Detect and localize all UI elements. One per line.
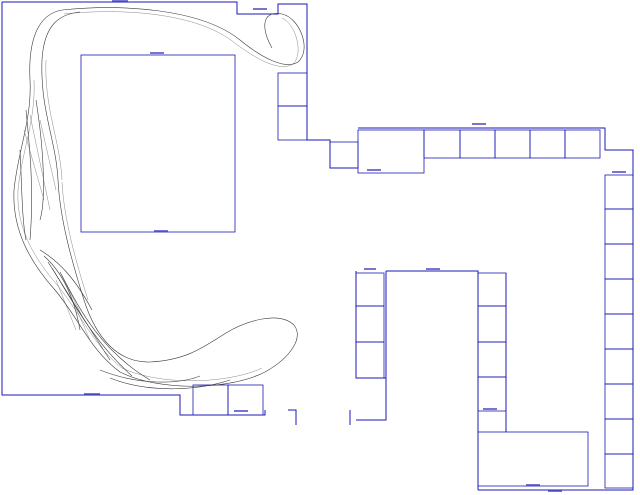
- corridor-left-box-1: [355, 272, 385, 307]
- right-section-1: [604, 174, 634, 210]
- track-plan: [13, 7, 305, 390]
- yard-lead-3: [19, 149, 27, 241]
- corridor-left-box-2: [355, 305, 385, 343]
- left-room-left-wall: [1, 2, 266, 416]
- corridor-top-wall: [358, 127, 634, 491]
- yard-fan-4: [51, 267, 133, 377]
- inner-rectangles: [80, 54, 589, 487]
- stub-left: [288, 409, 297, 425]
- yard-fan-1: [39, 249, 93, 311]
- corridor-left-wall: [355, 271, 387, 379]
- corridor-stub: [356, 378, 387, 421]
- top-section-1: [423, 129, 461, 159]
- mid-block: [357, 129, 425, 174]
- yard-lead-2: [35, 99, 44, 221]
- lower-siding-1: [99, 369, 201, 383]
- top-notch-box-1: [277, 72, 308, 107]
- corridor-left-box-3: [355, 341, 385, 379]
- dimension-markers: [84, 0, 626, 492]
- inner-section-3: [477, 341, 507, 378]
- right-section-8: [604, 418, 634, 455]
- big-bottom-room: [477, 431, 589, 487]
- right-column-sections: [604, 174, 634, 489]
- central-room: [80, 54, 236, 233]
- left-room-outline: [2, 1, 358, 169]
- lower-siding-2: [109, 377, 231, 390]
- inner-section-4: [477, 376, 507, 412]
- top-section-5: [564, 129, 601, 159]
- right-section-9: [604, 453, 634, 489]
- inner-section-2: [477, 305, 507, 343]
- wall-stubs: [288, 409, 351, 425]
- right-section-6: [604, 348, 634, 385]
- yard-fan-5: [59, 271, 151, 381]
- top-section-3: [494, 129, 531, 159]
- room-walls: [1, 1, 634, 491]
- bottom-bench-1: [192, 384, 229, 416]
- right-section-2: [604, 208, 634, 245]
- yard-fan-2: [43, 255, 81, 331]
- right-section-4: [604, 278, 634, 315]
- corridor-inner-wall: [386, 270, 479, 490]
- top-section-2: [459, 129, 496, 159]
- right-section-3: [604, 243, 634, 280]
- small-step-box: [329, 141, 359, 169]
- right-section-5: [604, 313, 634, 350]
- bottom-bench-2: [227, 384, 264, 416]
- main-loop-outer: [13, 7, 305, 387]
- yard-lead-1: [25, 109, 32, 241]
- top-corridor-sections: [423, 129, 601, 159]
- right-section-7: [604, 383, 634, 420]
- top-section-4: [529, 129, 566, 159]
- top-notch-box-2: [277, 105, 308, 141]
- inner-corridor-sections: [477, 272, 507, 432]
- inner-section-1: [477, 272, 507, 307]
